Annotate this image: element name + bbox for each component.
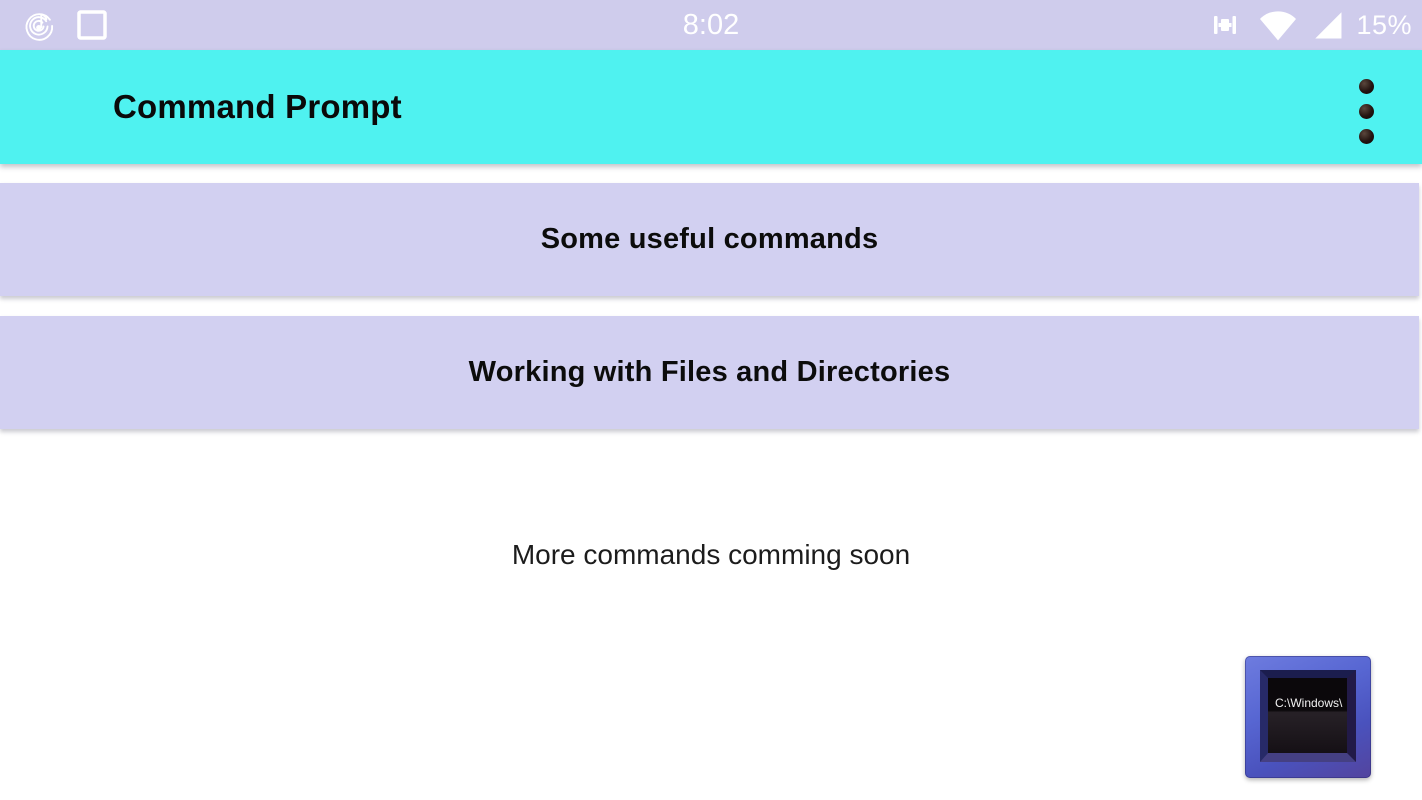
app-icon-screen: C:\Windows\ [1260,670,1356,762]
menu-button-label: Some useful commands [540,223,879,255]
page-title: Command Prompt [113,88,402,125]
battery-percent: 15% [1356,9,1412,40]
app-bar: Command Prompt [0,50,1422,164]
status-bar-notification-icons [20,6,108,44]
square-app-icon [76,9,108,41]
command-prompt-app-icon[interactable]: C:\Windows\ [1245,656,1371,778]
overflow-dot-icon [1358,129,1374,144]
status-time: 8:02 [682,8,740,41]
cellular-signal-icon [1311,7,1345,43]
overflow-menu-button[interactable] [1351,79,1381,145]
status-bar-system-icons: 15% [1205,0,1412,50]
status-bar: 8:02 15% [0,0,1422,50]
overflow-dot-icon [1358,79,1374,94]
app-icon-path-text: C:\Windows\ [1275,696,1343,710]
coming-soon-note: More commands comming soon [511,539,911,570]
overflow-dot-icon [1358,104,1374,119]
menu-button-working-with-files-and-directories[interactable]: Working with Files and Directories [0,316,1419,429]
music-note-icon [20,6,58,44]
menu-button-label: Working with Files and Directories [468,356,951,388]
menu-button-some-useful-commands[interactable]: Some useful commands [0,183,1419,296]
main-content: Some useful commands Working with Files … [0,164,1422,571]
signal-bars-icon [1205,5,1245,45]
wifi-icon [1256,5,1300,45]
